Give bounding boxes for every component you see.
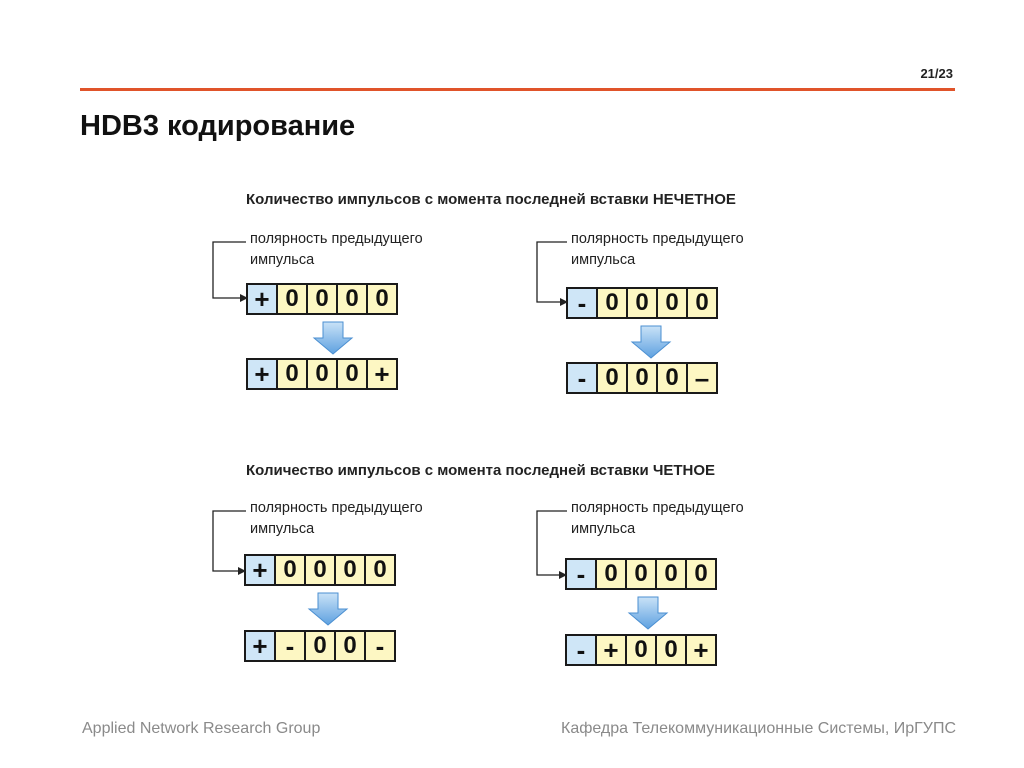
bit-cell: 0 [274, 554, 306, 586]
bit-cell: 0 [596, 287, 628, 319]
prev-polarity-cell: - [565, 558, 597, 590]
bracket-arrow [536, 241, 568, 306]
prev-polarity-cell: - [566, 362, 598, 394]
bit-cell: 0 [366, 283, 398, 315]
input-bit-row: + 0 0 0 0 [246, 283, 398, 315]
bit-cell: 0 [336, 283, 368, 315]
bit-cell: 0 [596, 362, 628, 394]
bit-cell: 0 [334, 554, 366, 586]
bracket-arrow [212, 241, 248, 302]
section-heading-odd: Количество импульсов с момента последней… [246, 191, 736, 208]
bit-cell: + [685, 634, 717, 666]
down-arrow-icon [627, 596, 669, 630]
bit-cell: 0 [655, 558, 687, 590]
polarity-label: полярность предыдущего импульса [571, 500, 744, 537]
bracket-arrow [536, 510, 567, 579]
output-bit-row: + 0 0 0 + [246, 358, 398, 390]
bit-cell: 0 [336, 358, 368, 390]
bit-cell: + [595, 634, 627, 666]
output-bit-row: - 0 0 0 – [566, 362, 718, 394]
bit-cell: 0 [626, 362, 658, 394]
section-heading-even: Количество импульсов с момента последней… [246, 462, 716, 479]
slide-number: 21/23 [920, 66, 953, 81]
bit-cell: 0 [306, 283, 338, 315]
header-rule [80, 88, 955, 91]
bit-cell: 0 [656, 362, 688, 394]
polarity-label: полярность предыдущего импульса [571, 231, 744, 268]
down-arrow-icon [307, 592, 349, 626]
bit-cell: 0 [276, 283, 308, 315]
input-bit-row: - 0 0 0 0 [565, 558, 717, 590]
bit-cell: 0 [686, 287, 718, 319]
down-arrow-icon [630, 325, 672, 359]
bit-cell: 0 [685, 558, 717, 590]
bit-cell: 0 [304, 554, 336, 586]
input-bit-row: - 0 0 0 0 [566, 287, 718, 319]
bit-cell: 0 [625, 558, 657, 590]
bit-cell: - [364, 630, 396, 662]
bit-cell: 0 [655, 634, 687, 666]
output-bit-row: + - 0 0 - [244, 630, 396, 662]
footer-group-name: Applied Network Research Group [82, 720, 321, 737]
prev-polarity-cell: + [246, 358, 278, 390]
bit-cell: 0 [364, 554, 396, 586]
bracket-arrow [212, 510, 246, 575]
footer-department: Кафедра Телекоммуникационные Системы, Ир… [561, 720, 956, 737]
bit-cell: – [686, 362, 718, 394]
slide-title: HDB3 кодирование [80, 110, 356, 142]
bit-cell: + [366, 358, 398, 390]
polarity-label: полярность предыдущего импульса [250, 500, 423, 537]
input-bit-row: + 0 0 0 0 [244, 554, 396, 586]
output-bit-row: - + 0 0 + [565, 634, 717, 666]
down-arrow-icon [312, 321, 354, 355]
polarity-label: полярность предыдущего импульса [250, 231, 423, 268]
